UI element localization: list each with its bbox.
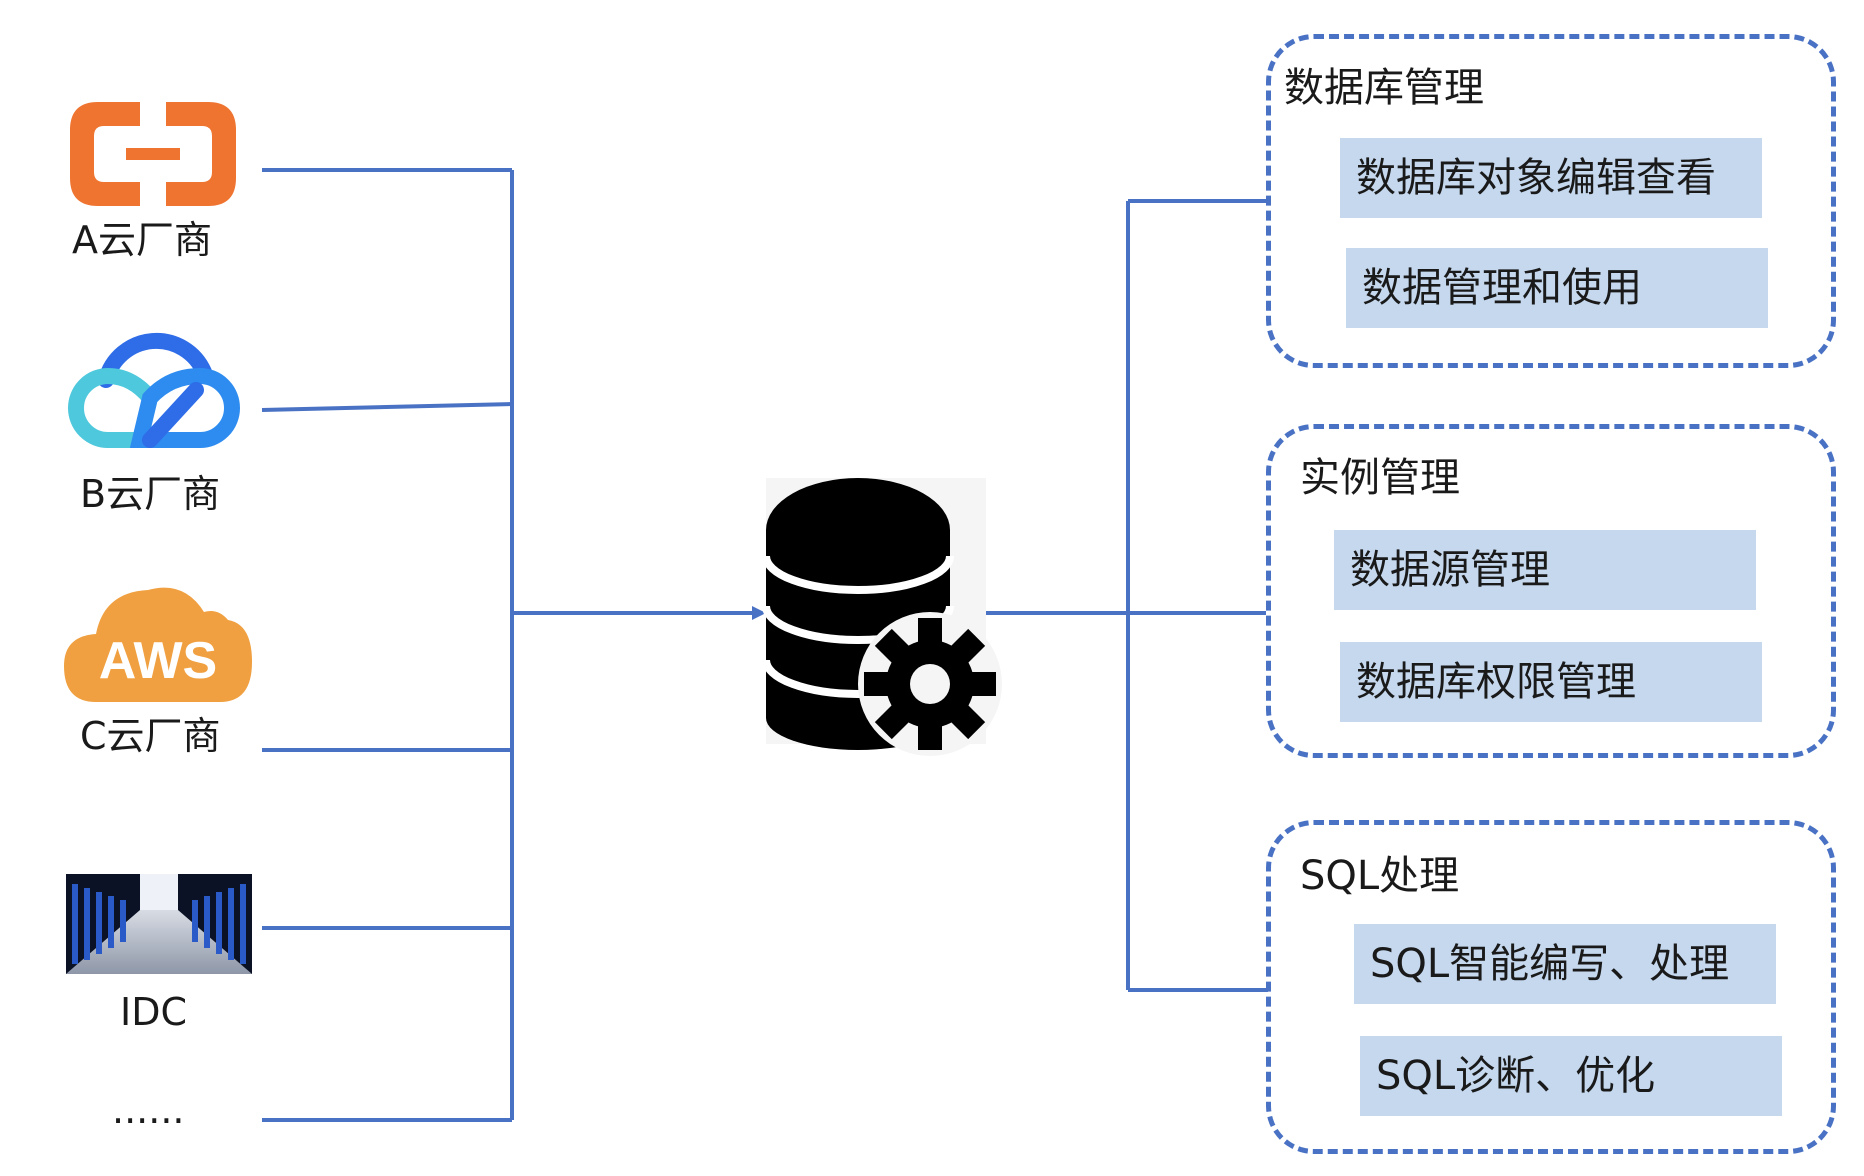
group-box-database-management bbox=[1266, 34, 1836, 368]
group-2-item-1: 数据源管理 bbox=[1334, 530, 1756, 610]
group-box-sql-processing bbox=[1266, 820, 1836, 1154]
group-3-item-1: SQL智能编写、处理 bbox=[1354, 924, 1776, 1004]
alibaba-cloud-logo-icon bbox=[70, 102, 236, 206]
source-label-a: A云厂商 bbox=[72, 218, 212, 262]
connector-b bbox=[261, 402, 513, 412]
group-1-item-1: 数据库对象编辑查看 bbox=[1340, 138, 1762, 218]
source-label-b: B云厂商 bbox=[80, 472, 221, 516]
aws-cloud-logo-icon: AWS bbox=[64, 587, 252, 702]
group-1-item-2: 数据管理和使用 bbox=[1346, 248, 1768, 328]
group-title-database-management: 数据库管理 bbox=[1284, 65, 1484, 111]
source-label-idc: IDC bbox=[120, 990, 188, 1034]
aws-logo-text: AWS bbox=[99, 632, 217, 690]
group-connectors bbox=[986, 199, 1268, 992]
group-3-item-2: SQL诊断、优化 bbox=[1360, 1036, 1782, 1116]
source-label-more: ...... bbox=[112, 1088, 185, 1132]
group-title-instance-management: 实例管理 bbox=[1300, 455, 1460, 501]
source-connectors bbox=[261, 168, 756, 1122]
arrow-head-icon bbox=[752, 606, 766, 620]
group-title-sql-processing: SQL处理 bbox=[1300, 853, 1460, 899]
server-room-photo-icon bbox=[66, 874, 252, 974]
group-box-instance-management bbox=[1266, 424, 1836, 758]
database-gear-icon bbox=[762, 478, 1002, 756]
source-label-c: C云厂商 bbox=[80, 714, 221, 758]
group-2-item-2: 数据库权限管理 bbox=[1340, 642, 1762, 722]
tencent-cloud-logo-icon bbox=[68, 332, 240, 448]
